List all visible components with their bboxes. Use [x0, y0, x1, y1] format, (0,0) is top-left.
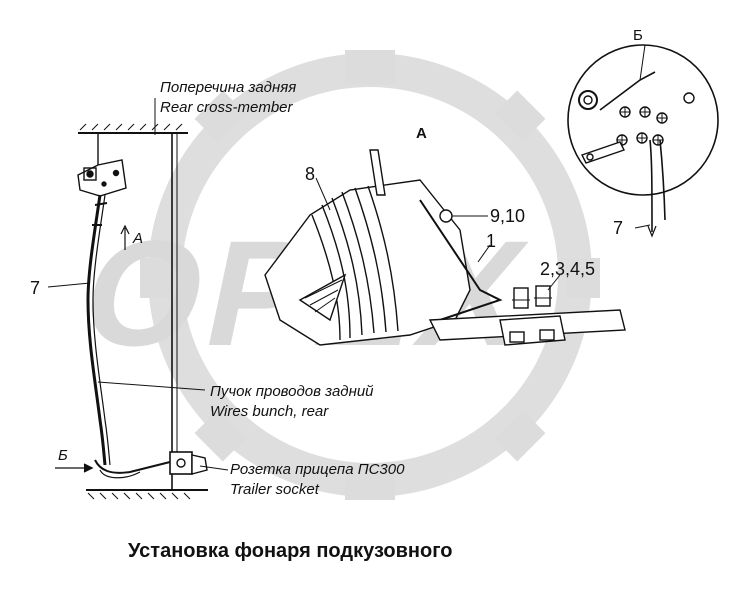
left-assembly: [47, 98, 229, 500]
label-part-8: 8: [305, 164, 315, 184]
label-view-b-side: Б: [58, 447, 68, 464]
watermark-gear: [140, 50, 600, 500]
watermark: OPEX: [69, 50, 600, 500]
label-view-b-top: Б: [633, 27, 643, 44]
label-rear-cross-member-en: Rear cross-member: [160, 99, 294, 116]
diagram-caption: Установка фонаря подкузовного: [128, 540, 452, 562]
label-view-a-side: А: [132, 230, 143, 247]
label-part-7-right: 7: [613, 218, 623, 238]
lamp-assembly: [264, 149, 626, 346]
label-part-2-5: 2,3,4,5: [540, 259, 595, 279]
label-part-9-10: 9,10: [490, 206, 525, 226]
label-part-1: 1: [486, 231, 496, 251]
label-wires-ru: Пучок проводов задний: [210, 383, 374, 400]
labels: Поперечина задняя Rear cross-member А А …: [30, 27, 643, 562]
label-socket-en: Trailer socket: [230, 481, 320, 498]
label-wires-en: Wires bunch, rear: [210, 403, 329, 420]
label-part-7-left: 7: [30, 278, 40, 298]
detail-view-b: [567, 44, 719, 238]
label-rear-cross-member-ru: Поперечина задняя: [160, 79, 296, 96]
label-socket-ru: Розетка прицепа ПС300: [230, 461, 405, 478]
label-view-a-top: А: [416, 125, 427, 142]
